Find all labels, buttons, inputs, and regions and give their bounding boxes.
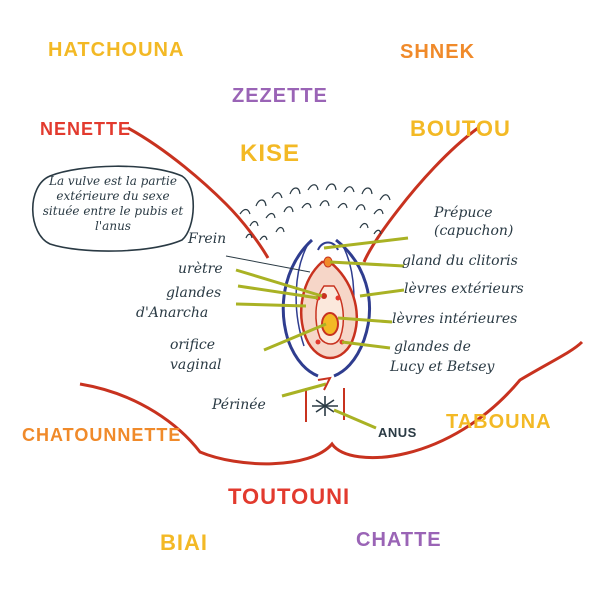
nickname-hatchouna: HATCHOUNA	[48, 39, 185, 61]
label-perinee: Périnée	[212, 397, 266, 413]
outer-labia-right	[333, 238, 371, 378]
vaginal-opening	[321, 312, 339, 336]
nickname-chatte: CHATTE	[356, 529, 442, 551]
label-glandes-anarcha-line1: glandes	[166, 285, 222, 301]
pointer-lines	[235, 236, 409, 430]
label-glandes-lucy-line2: Lucy et Betsey	[390, 359, 495, 375]
buttocks-outline	[79, 340, 584, 466]
label-anus: ANUS	[378, 425, 417, 440]
definition-note: La vulve est la partie extérieure du sex…	[42, 174, 184, 233]
nickname-boutou: BOUTOU	[410, 116, 511, 141]
nickname-tabouna: TABOUNA	[446, 411, 552, 433]
label-glandes-lucy-line1: glandes de	[394, 339, 471, 355]
right-thigh-outline	[362, 126, 479, 263]
note-bubble-outline	[31, 165, 194, 252]
pubic-hair	[239, 183, 391, 241]
frein-pointer	[225, 255, 311, 273]
lucy-betsey-gland-left	[315, 339, 321, 345]
outer-labia-left	[281, 238, 319, 378]
nickname-nenette: NENETTE	[40, 119, 132, 139]
nickname-toutouni: TOUTOUNI	[228, 484, 351, 509]
label-prepuce-line1: Prépuce	[434, 205, 493, 221]
anus-mark	[312, 396, 338, 416]
perineum-arrowhead	[317, 376, 332, 391]
label-prepuce-line2: (capuchon)	[434, 223, 514, 239]
label-uretre: urètre	[178, 261, 223, 277]
label-gland-clitoris: gland du clitoris	[402, 253, 518, 269]
label-orifice-line1: orifice	[170, 337, 216, 353]
label-frein: Frein	[188, 231, 227, 247]
label-levres-interieures: lèvres intérieures	[392, 311, 518, 327]
left-thigh-outline	[127, 126, 270, 259]
nickname-chatounnette: CHATOUNNETTE	[22, 425, 182, 445]
nickname-kise: KISE	[240, 140, 301, 167]
nickname-zezette: ZEZETTE	[232, 85, 328, 107]
urethra	[321, 293, 327, 299]
nickname-biai: BIAI	[160, 530, 208, 555]
label-orifice-line2: vaginal	[170, 357, 222, 373]
label-levres-exterieurs: lèvres extérieurs	[404, 281, 524, 297]
label-glandes-anarcha-line2: d'Anarcha	[136, 305, 209, 321]
anarcha-gland-right	[335, 295, 341, 301]
nickname-shnek: SHNEK	[400, 41, 476, 63]
